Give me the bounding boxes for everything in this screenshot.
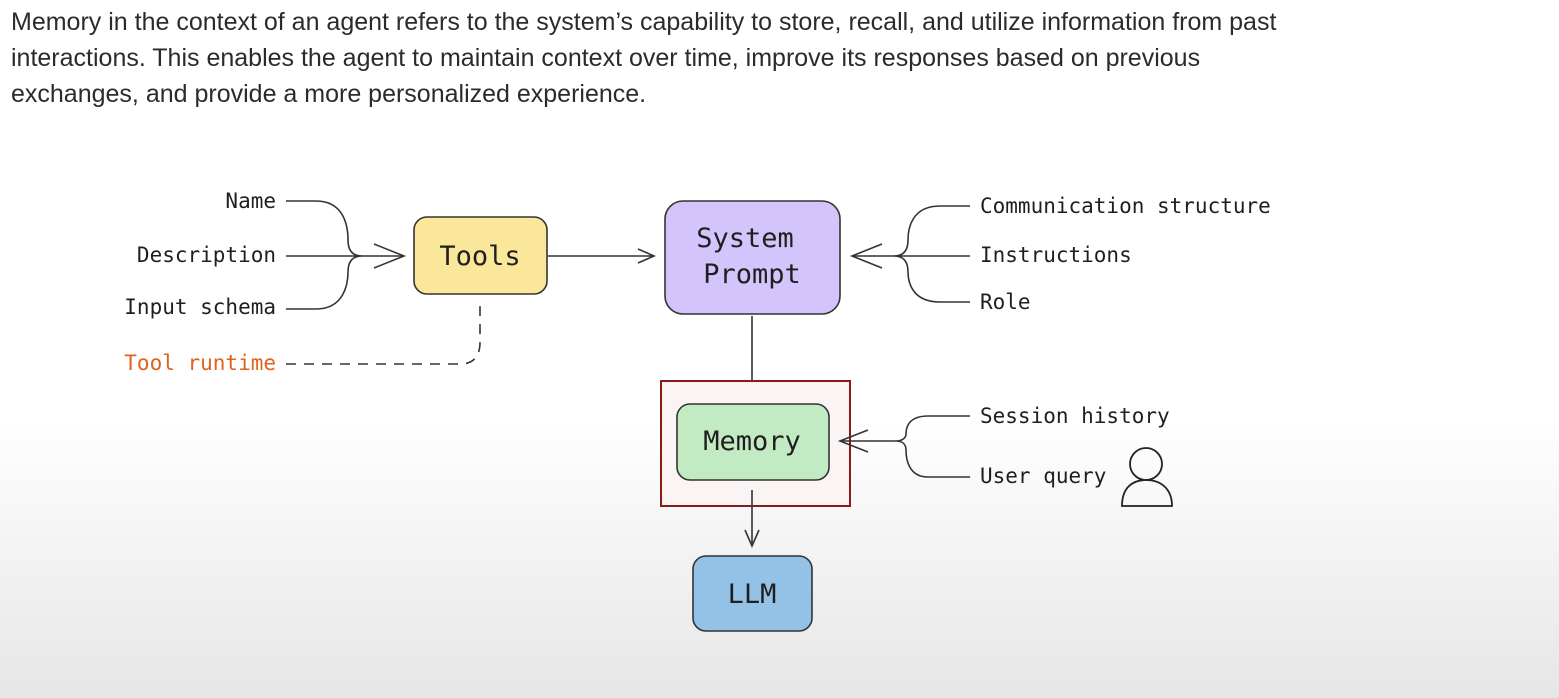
memory-node bbox=[676, 403, 830, 481]
system-prompt-label-line2: Prompt bbox=[703, 259, 801, 290]
prompt-input-role: Role bbox=[980, 290, 1031, 314]
tool-runtime-label: Tool runtime bbox=[124, 351, 276, 375]
memory-input-bracket bbox=[840, 415, 970, 478]
tools-input-name: Name bbox=[225, 189, 276, 213]
tools-input-description: Description bbox=[137, 243, 276, 267]
llm-node bbox=[692, 555, 813, 632]
system-prompt-node bbox=[664, 200, 841, 315]
tool-runtime-connector bbox=[286, 300, 481, 365]
tools-node bbox=[413, 216, 548, 295]
memory-input-session-history: Session history bbox=[980, 404, 1170, 428]
memory-node-label: Memory bbox=[703, 426, 801, 457]
tools-input-schema: Input schema bbox=[124, 295, 276, 319]
prompt-input-instructions: Instructions bbox=[980, 243, 1132, 267]
prompt-input-arrowhead bbox=[849, 243, 883, 269]
prompt-input-bracket bbox=[852, 205, 970, 303]
system-prompt-label-line1: System bbox=[696, 223, 794, 254]
tools-input-bracket bbox=[286, 200, 404, 310]
prompt-input-communication: Communication structure bbox=[980, 194, 1271, 218]
user-icon bbox=[1121, 447, 1173, 507]
tools-node-label: Tools bbox=[439, 241, 520, 272]
memory-input-user-query: User query bbox=[980, 464, 1106, 488]
intro-paragraph: Memory in the context of an agent refers… bbox=[11, 8, 1277, 108]
memory-input-arrowhead bbox=[837, 429, 869, 453]
tools-input-arrowhead bbox=[373, 243, 407, 269]
llm-node-label: LLM bbox=[728, 579, 777, 610]
